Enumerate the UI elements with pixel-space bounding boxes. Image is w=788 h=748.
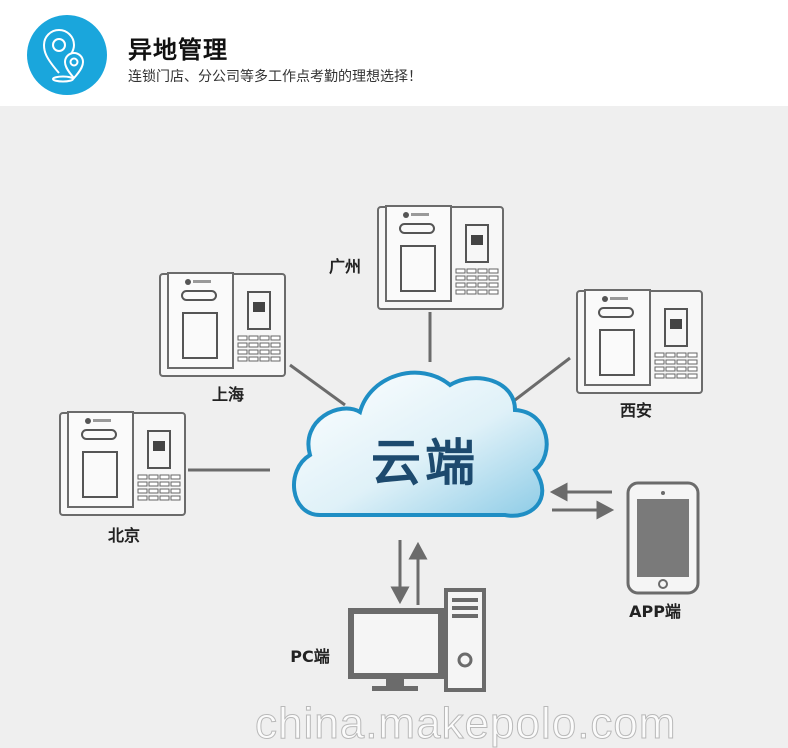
page-title: 异地管理 xyxy=(128,36,228,64)
connector-lines xyxy=(188,312,571,472)
label-beijing: 北京 xyxy=(108,526,140,545)
attendance-device-guangzhou xyxy=(377,205,504,310)
map-pin-icon xyxy=(27,15,107,95)
watermark: china.makepolo.com xyxy=(255,699,677,748)
label-xian: 西安 xyxy=(620,401,652,420)
label-shanghai: 上海 xyxy=(212,385,244,404)
page-subtitle: 连锁门店、分公司等多工作点考勤的理想选择！ xyxy=(128,69,422,85)
attendance-device-shanghai xyxy=(159,272,286,377)
cloud-label: 云端 xyxy=(371,434,479,492)
cloud-icon xyxy=(292,370,549,518)
attendance-device-beijing xyxy=(59,411,186,516)
network-diagram: 上海 广州 西安 北京 云端 APP端 PC端 xyxy=(59,205,703,692)
attendance-device-xian xyxy=(576,289,703,394)
label-app: APP端 xyxy=(629,602,681,621)
header: 异地管理 连锁门店、分公司等多工作点考勤的理想选择！ xyxy=(0,0,788,106)
sync-arrows-app xyxy=(549,482,615,520)
smartphone-icon xyxy=(626,481,700,595)
label-pc: PC端 xyxy=(290,647,329,666)
label-guangzhou: 广州 xyxy=(329,257,361,276)
desktop-computer-icon xyxy=(348,588,486,692)
sync-arrows-pc xyxy=(390,540,428,605)
